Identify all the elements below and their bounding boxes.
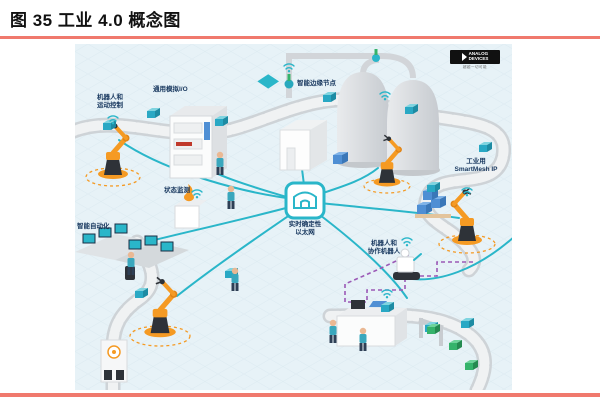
label-industrial-smartmesh: 工业用 SmartMesh IP	[454, 158, 498, 174]
figure-title: 图 35 工业 4.0 概念图	[10, 11, 181, 30]
heat-flame-icon	[184, 184, 194, 202]
control-room	[75, 223, 189, 280]
top-rule	[0, 36, 600, 39]
label-smart-automation: 智能自动化	[77, 223, 110, 230]
edge-node-valve	[257, 74, 294, 89]
operator-chair	[125, 251, 135, 280]
ethernet-hub	[284, 181, 326, 220]
agv-guide-path	[344, 253, 473, 303]
robot-arms	[85, 122, 496, 347]
green-cartons	[427, 324, 478, 370]
control-building	[279, 120, 327, 171]
label-realtime-ethernet: 实时确定性 以太网	[288, 221, 322, 237]
adi-brand-text: ANALOG DEVICES	[468, 51, 489, 61]
ethernet-hub-icon	[293, 191, 317, 209]
adi-logo: ANALOG DEVICES 超越一切可能	[450, 50, 500, 70]
label-smart-edge-node: 智能边缘节点	[297, 80, 336, 87]
industry40-diagram: 机器人和 运动控制 通用模拟I/O 智能边缘节点 状态监测 智能自动化 实时确定…	[75, 44, 512, 390]
condition-monitoring-station	[174, 184, 207, 229]
top-valve	[372, 49, 380, 62]
outfeed-machine	[100, 339, 128, 383]
diagram-illustration	[75, 44, 512, 390]
adi-triangle-icon	[461, 52, 467, 61]
label-condition-monitoring: 状态监测	[164, 187, 190, 194]
adi-tagline: 超越一切可能	[463, 64, 487, 69]
tracked-cobot	[393, 248, 422, 280]
label-robot-motion-control: 机器人和 运动控制	[97, 94, 123, 110]
label-universal-analog-io: 通用模拟I/O	[153, 86, 188, 93]
bottom-rule	[0, 393, 600, 397]
label-robots-cobots: 机器人和 协作机器人	[367, 240, 401, 256]
